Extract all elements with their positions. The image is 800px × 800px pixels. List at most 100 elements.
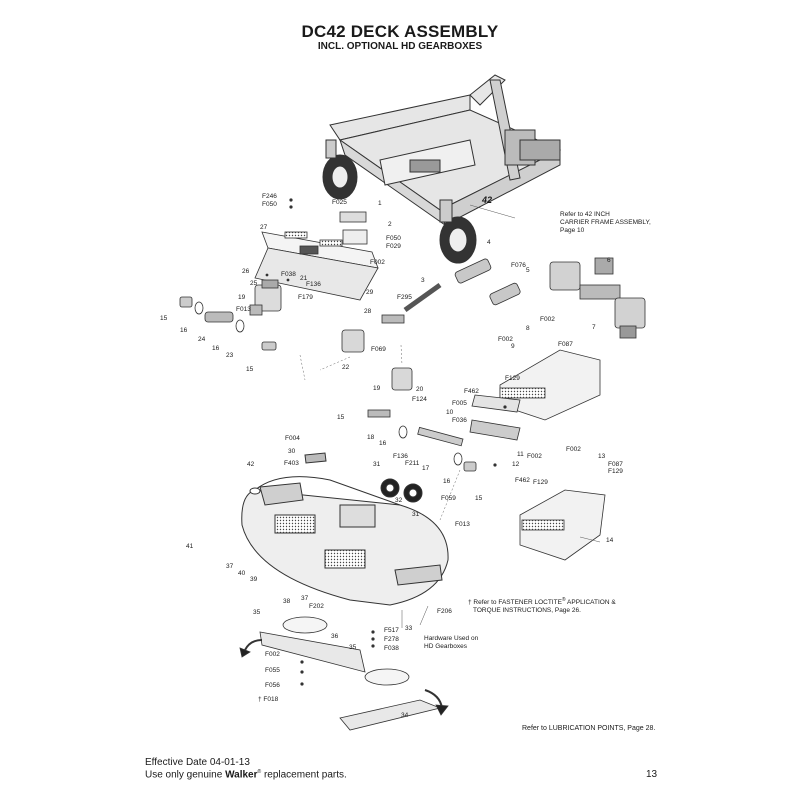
callout-f462: F462 [464, 388, 479, 395]
callout-14: 14 [606, 537, 614, 544]
callout-f129-c: F129 [533, 479, 548, 486]
carrier-frame-note-line-1: Refer to 42 INCH [560, 211, 610, 218]
callout-29: 29 [366, 289, 374, 296]
callout-31: 31 [373, 461, 381, 468]
callout-f069: F069 [371, 346, 386, 353]
callout-f036: F036 [452, 417, 467, 424]
callout-f038-b: F038 [384, 645, 399, 652]
loctite-note-line-2: TORQUE INSTRUCTIONS, Page 26. [473, 607, 581, 615]
callout-16-d: 16 [443, 478, 451, 485]
frame-42-decal: 42 [481, 195, 492, 205]
callout-20: 20 [416, 386, 424, 393]
callout-f002-e: F002 [566, 446, 581, 453]
loctite-registered-mark: ® [561, 597, 566, 603]
loctite-note: † Refer to FASTENER LOCTITE® APPLICATION… [468, 596, 616, 615]
callout-1: 1 [378, 200, 382, 207]
callout-21: 21 [300, 275, 308, 282]
callout-30: 30 [288, 448, 296, 455]
callout-f202: F202 [309, 603, 324, 610]
callout-8: 8 [526, 325, 530, 332]
solid-leaders [401, 204, 601, 628]
callout-f059: F059 [441, 495, 456, 502]
callout-7: 7 [592, 324, 596, 331]
callout-28: 28 [364, 308, 372, 315]
callout-12: 12 [512, 461, 520, 468]
page-title: DC42 DECK ASSEMBLY [301, 22, 499, 41]
callout-10: 10 [446, 409, 454, 416]
loctite-note-text-b: APPLICATION & [565, 599, 616, 607]
callout-f076: F076 [511, 262, 526, 269]
callout-f124: F124 [412, 396, 427, 403]
callout-f517: F517 [384, 627, 399, 634]
callout-f002-d: F002 [527, 453, 542, 460]
callout-15: 15 [160, 315, 168, 322]
callout-19: 19 [238, 294, 246, 301]
callout-f295: F295 [397, 294, 412, 301]
callout-16-b: 16 [212, 345, 220, 352]
callout-13: 13 [598, 453, 606, 460]
callout-labels: F246 F050 F025 1 2 27 F050 F029 F002 26 … [160, 193, 623, 719]
brand-registered-mark: ® [257, 769, 262, 775]
callout-16-c: 16 [379, 440, 387, 447]
callout-18: 18 [367, 434, 375, 441]
callout-19-b: 19 [373, 385, 381, 392]
callout-25: 25 [250, 280, 258, 287]
leader-lines [299, 344, 461, 521]
callout-31-b: 31 [412, 511, 420, 518]
callout-f055: F055 [265, 667, 280, 674]
callout-f002-f: F002 [265, 651, 280, 658]
callout-2: 2 [388, 221, 392, 228]
callout-f002-b: F002 [498, 336, 513, 343]
callout-35: 35 [253, 609, 261, 616]
callout-f004: F004 [285, 435, 300, 442]
callout-f206: F206 [437, 608, 452, 615]
lubrication-note: Refer to LUBRICATION POINTS, Page 28. [522, 725, 656, 732]
genuine-parts-note: Use only genuine Walker® replacement par… [145, 769, 347, 780]
callout-35-b: 35 [349, 644, 357, 651]
deck-cover-illustration [254, 211, 379, 301]
loctite-note-text: † Refer to FASTENER LOCTITE [468, 599, 562, 607]
callout-26: 26 [242, 268, 250, 275]
hd-gearbox-illustration [549, 257, 646, 339]
callout-5: 5 [526, 267, 530, 274]
callout-15-c: 15 [337, 414, 345, 421]
callout-34: 34 [401, 712, 409, 719]
callout-17: 17 [422, 465, 430, 472]
hardware-note: Hardware Used on HD Gearboxes [424, 635, 478, 651]
hardware-note-line-1: Hardware Used on [424, 635, 479, 642]
callout-f087: F087 [558, 341, 573, 348]
callout-37-b: 37 [301, 595, 309, 602]
callout-27: 27 [260, 224, 268, 231]
callout-f129: F129 [505, 375, 520, 382]
callout-f002: F002 [370, 259, 385, 266]
callout-f050: F050 [262, 201, 277, 208]
callout-3: 3 [421, 277, 425, 284]
callout-f005: F005 [452, 400, 467, 407]
callout-36: 36 [331, 633, 339, 640]
callout-33: 33 [405, 625, 413, 632]
callout-f013: F013 [236, 306, 251, 313]
callout-39: 39 [250, 576, 258, 583]
callout-f025: F025 [332, 199, 347, 206]
callout-4: 4 [487, 239, 491, 246]
callout-32: 32 [395, 497, 403, 504]
callout-f029: F029 [386, 243, 401, 250]
carrier-frame-note-line-3: Page 10 [560, 227, 585, 234]
callout-f136: F136 [306, 281, 321, 288]
callout-f013-b: F013 [455, 521, 470, 528]
callout-f050-b: F050 [386, 235, 401, 242]
callout-40: 40 [238, 570, 246, 577]
loctite-note-line-1: † Refer to FASTENER LOCTITE® APPLICATION… [468, 596, 616, 607]
carrier-frame-note-line-2: CARRIER FRAME ASSEMBLY, [560, 219, 651, 226]
callout-22: 22 [342, 364, 350, 371]
genuine-parts-text-b: replacement parts. [261, 769, 347, 781]
hardware-note-line-2: HD Gearboxes [424, 643, 467, 650]
callout-11: 11 [517, 451, 524, 458]
callout-41: 41 [186, 543, 194, 550]
callout-24: 24 [198, 336, 206, 343]
blades-illustration [239, 616, 449, 731]
callout-f278: F278 [384, 636, 399, 643]
callout-15-d: 15 [475, 495, 483, 502]
